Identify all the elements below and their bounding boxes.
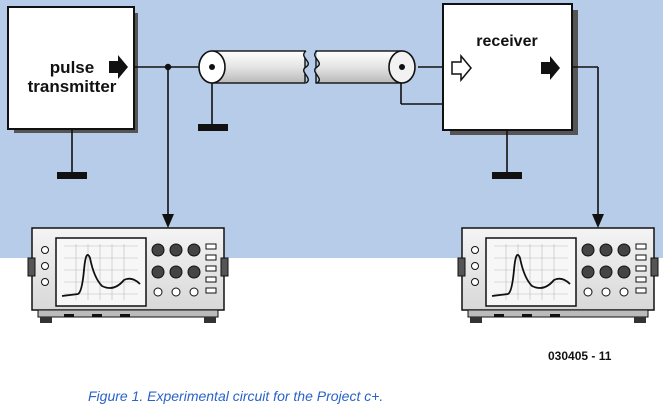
output-arrow-icon bbox=[541, 56, 560, 80]
output-arrow-icon bbox=[109, 55, 128, 79]
figure-number: 030405 - 11 bbox=[548, 349, 612, 363]
ground-icon bbox=[492, 172, 522, 179]
oscilloscope-icon bbox=[27, 227, 229, 323]
probe-arrow-icon bbox=[162, 214, 174, 228]
wiring bbox=[71, 66, 599, 222]
receiver-box: receiver bbox=[442, 3, 578, 135]
junction-dot bbox=[164, 63, 172, 71]
input-arrow-icon bbox=[451, 53, 472, 83]
figure-caption: Figure 1. Experimental circuit for the P… bbox=[88, 388, 384, 404]
transmitter-label-line1: pulse bbox=[50, 58, 94, 77]
receiver-label: receiver bbox=[476, 33, 537, 50]
probe-arrow-icon bbox=[592, 214, 604, 228]
pulse-transmitter-box: pulse transmitter bbox=[7, 6, 138, 133]
coax-cable-icon bbox=[198, 50, 416, 84]
oscilloscope-icon bbox=[457, 227, 659, 323]
transmitter-label-line2: transmitter bbox=[28, 77, 117, 96]
ground-icon bbox=[57, 172, 87, 179]
ground-icon bbox=[198, 124, 228, 131]
